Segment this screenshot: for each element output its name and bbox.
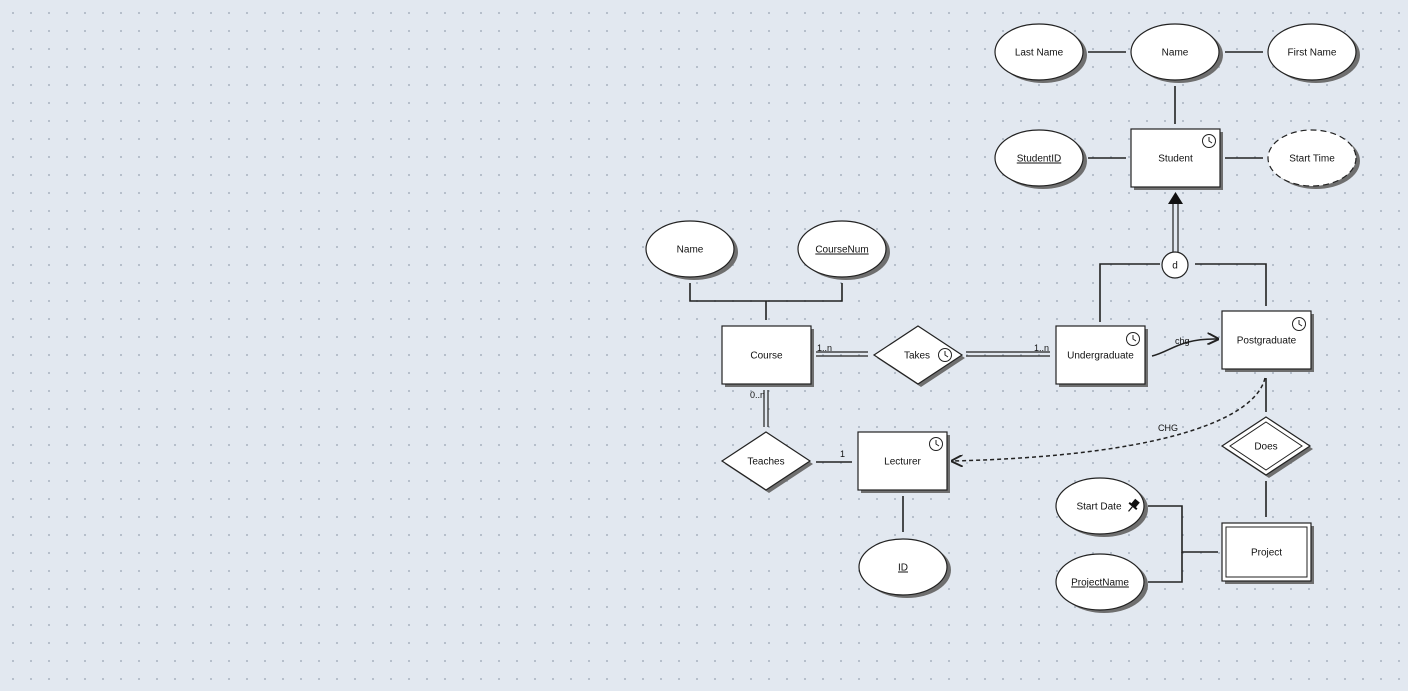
attribute-last-name-label: Last Name [1015, 48, 1064, 59]
attribute-student-name[interactable]: Name [1131, 24, 1223, 83]
attribute-project-start-date-label: Start Date [1076, 502, 1121, 513]
attribute-project-name[interactable]: ProjectName [1056, 554, 1148, 613]
entity-undergraduate[interactable]: Undergraduate [1056, 326, 1148, 387]
clock-icon [1203, 135, 1216, 148]
attribute-project-start-date[interactable]: Start Date [1056, 478, 1148, 537]
entity-student-label: Student [1158, 154, 1193, 165]
cardinality-course-takes: 1..n [817, 343, 832, 353]
entity-undergraduate-label: Undergraduate [1067, 351, 1134, 362]
attribute-lecturer-id[interactable]: ID [859, 539, 951, 598]
attribute-course-name-label: Name [677, 245, 704, 256]
entity-project[interactable]: Project [1222, 523, 1314, 584]
transition-postgrad-lecturer [952, 378, 1265, 461]
cardinality-undergrad-takes: 1..n [1034, 343, 1049, 353]
entity-course[interactable]: Course [722, 326, 814, 387]
transition-label-chg: chg [1175, 336, 1190, 346]
attribute-course-num[interactable]: CourseNum [798, 221, 890, 280]
relationship-does-label: Does [1254, 442, 1277, 453]
line-projectname-project [1148, 552, 1182, 582]
spec-arrowhead [1168, 192, 1183, 204]
specialization-disjoint[interactable]: d [1162, 252, 1188, 278]
attribute-first-name[interactable]: First Name [1268, 24, 1360, 83]
entity-lecturer-label: Lecturer [884, 457, 921, 468]
attribute-first-name-label: First Name [1288, 48, 1337, 59]
relationship-does[interactable]: Does [1222, 417, 1313, 478]
entity-lecturer[interactable]: Lecturer [858, 432, 950, 493]
entity-course-label: Course [750, 351, 783, 362]
line-coursenum-course [766, 283, 842, 301]
line-coursename-course [690, 283, 766, 301]
clock-icon [939, 349, 952, 362]
clock-icon [930, 438, 943, 451]
clock-icon [1127, 333, 1140, 346]
attribute-course-name[interactable]: Name [646, 221, 738, 280]
specialization-disjoint-label: d [1172, 261, 1178, 272]
relationship-takes[interactable]: Takes [874, 326, 965, 387]
attribute-student-id[interactable]: StudentID [995, 130, 1087, 189]
line-spec-postgrad [1195, 264, 1266, 306]
line-startdate-project [1148, 506, 1218, 552]
attribute-course-num-label: CourseNum [815, 245, 868, 256]
transition-label-CHG: CHG [1158, 423, 1178, 433]
relationship-takes-label: Takes [904, 351, 930, 362]
entity-postgraduate-label: Postgraduate [1237, 336, 1297, 347]
relationship-teaches[interactable]: Teaches [722, 432, 813, 493]
attribute-student-id-label: StudentID [1017, 154, 1061, 165]
attribute-start-time[interactable]: Start Time [1268, 130, 1360, 189]
cardinality-lecturer-teaches: 1 [840, 449, 845, 459]
relationship-teaches-label: Teaches [747, 457, 784, 468]
attribute-last-name[interactable]: Last Name [995, 24, 1087, 83]
clock-icon [1293, 318, 1306, 331]
attribute-start-time-label: Start Time [1289, 154, 1335, 165]
entity-student[interactable]: Student [1131, 129, 1223, 190]
line-spec-undergrad [1100, 264, 1160, 322]
attribute-project-name-label: ProjectName [1071, 578, 1129, 589]
attribute-lecturer-id-label: ID [898, 563, 908, 574]
cardinality-course-teaches: 0..n [750, 390, 765, 400]
entity-project-label: Project [1251, 548, 1282, 559]
attribute-student-name-label: Name [1162, 48, 1189, 59]
entity-postgraduate[interactable]: Postgraduate [1222, 311, 1314, 372]
